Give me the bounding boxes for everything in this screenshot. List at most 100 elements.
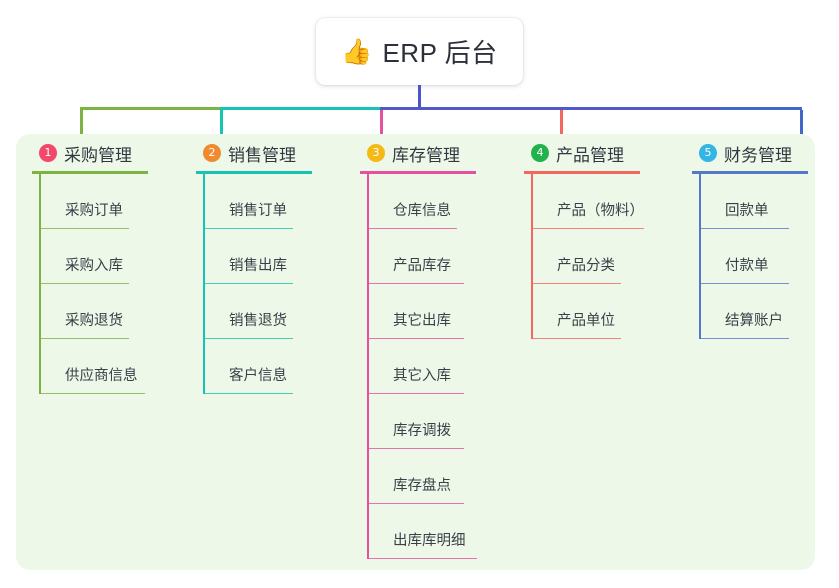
category-underline <box>360 171 476 174</box>
category-number-badge: 2 <box>203 144 221 162</box>
category-items: 回款单付款单结算账户 <box>692 174 839 339</box>
menu-item[interactable]: 销售出库 <box>196 229 346 284</box>
menu-item-label: 产品库存 <box>393 258 451 274</box>
menu-item-label: 其它入库 <box>393 368 451 384</box>
menu-item-underline <box>367 502 464 504</box>
category-title: 销售管理 <box>228 145 296 165</box>
category-header[interactable]: 5 财务管理 <box>692 140 839 166</box>
category-column-4: 4 产品管理产品（物料） 产品分类产品单位 <box>524 140 684 339</box>
category-spine <box>699 174 701 339</box>
bus-segment <box>720 107 802 110</box>
menu-item-underline <box>699 282 789 284</box>
menu-item-label: 付款单 <box>725 258 769 274</box>
branch-drop-connector <box>380 110 383 150</box>
category-spine <box>203 174 205 394</box>
menu-item-label: 销售订单 <box>229 203 287 219</box>
category-column-2: 2 销售管理销售订单销售出库销售退货客户信息 <box>196 140 346 394</box>
category-title: 库存管理 <box>392 145 460 165</box>
category-column-5: 5 财务管理回款单付款单结算账户 <box>692 140 839 339</box>
category-header[interactable]: 2 销售管理 <box>196 140 346 166</box>
menu-item[interactable]: 采购退货 <box>32 284 182 339</box>
root-node-title: ERP 后台 <box>382 38 498 68</box>
category-header[interactable]: 1 采购管理 <box>32 140 182 166</box>
menu-item[interactable]: 出库库明细 <box>360 504 510 559</box>
menu-item[interactable]: 库存调拨 <box>360 394 510 449</box>
category-number-badge: 1 <box>39 144 57 162</box>
bus-segment <box>220 107 380 110</box>
menu-item-underline <box>699 227 789 229</box>
category-header[interactable]: 3 库存管理 <box>360 140 510 166</box>
category-header[interactable]: 4 产品管理 <box>524 140 684 166</box>
menu-item-label: 采购退货 <box>65 313 123 329</box>
menu-item-underline <box>531 337 621 339</box>
menu-item[interactable]: 采购订单 <box>32 174 182 229</box>
diagram-panel <box>16 134 815 570</box>
menu-item[interactable]: 其它出库 <box>360 284 510 339</box>
menu-item-underline <box>531 282 621 284</box>
category-title: 产品管理 <box>556 145 624 165</box>
root-stem-connector <box>418 85 421 109</box>
category-title: 采购管理 <box>64 145 132 165</box>
menu-item[interactable]: 产品库存 <box>360 229 510 284</box>
menu-item-label: 供应商信息 <box>65 368 138 384</box>
menu-item-label: 库存盘点 <box>393 478 451 494</box>
category-column-1: 1 采购管理采购订单采购入库采购退货供应商信息 <box>32 140 182 394</box>
category-title: 财务管理 <box>724 145 792 165</box>
menu-item-label: 库存调拨 <box>393 423 451 439</box>
branch-drop-connector <box>80 110 83 150</box>
menu-item-label: 其它出库 <box>393 313 451 329</box>
menu-item[interactable]: 产品单位 <box>524 284 684 339</box>
menu-item-underline <box>203 227 293 229</box>
menu-item-underline <box>531 227 644 229</box>
category-number-badge: 4 <box>531 144 549 162</box>
bus-segment <box>380 107 560 110</box>
menu-item-underline <box>367 447 464 449</box>
menu-item-label: 销售出库 <box>229 258 287 274</box>
menu-item-underline <box>367 337 464 339</box>
menu-item-underline <box>203 392 293 394</box>
bus-segment <box>80 107 220 110</box>
menu-item-label: 销售退货 <box>229 313 287 329</box>
menu-item[interactable]: 仓库信息 <box>360 174 510 229</box>
menu-item-label: 产品（物料） <box>557 203 644 219</box>
menu-item-label: 出库库明细 <box>393 533 466 549</box>
menu-item[interactable]: 付款单 <box>692 229 839 284</box>
category-column-3: 3 库存管理仓库信息产品库存其它出库其它入库库存调拨库存盘点出库库明细 <box>360 140 510 559</box>
menu-item[interactable]: 采购入库 <box>32 229 182 284</box>
branch-drop-connector <box>800 110 803 150</box>
bus-segment <box>560 107 720 110</box>
menu-item[interactable]: 库存盘点 <box>360 449 510 504</box>
menu-item[interactable]: 销售订单 <box>196 174 346 229</box>
menu-item[interactable]: 结算账户 <box>692 284 839 339</box>
menu-item-underline <box>699 337 789 339</box>
menu-item[interactable]: 客户信息 <box>196 339 346 394</box>
menu-item-label: 采购入库 <box>65 258 123 274</box>
menu-item-label: 产品分类 <box>557 258 615 274</box>
menu-item-label: 仓库信息 <box>393 203 451 219</box>
menu-item[interactable]: 产品分类 <box>524 229 684 284</box>
menu-item-label: 客户信息 <box>229 368 287 384</box>
category-underline <box>196 171 312 174</box>
menu-item-label: 采购订单 <box>65 203 123 219</box>
category-underline <box>32 171 148 174</box>
category-spine <box>531 174 533 339</box>
menu-item-underline <box>39 337 129 339</box>
menu-item-label: 回款单 <box>725 203 769 219</box>
category-items: 采购订单采购入库采购退货供应商信息 <box>32 174 182 394</box>
menu-item[interactable]: 供应商信息 <box>32 339 182 394</box>
menu-item[interactable]: 销售退货 <box>196 284 346 339</box>
root-node-card[interactable]: 👍 ERP 后台 <box>316 18 523 85</box>
menu-item-underline <box>367 227 457 229</box>
menu-item[interactable]: 回款单 <box>692 174 839 229</box>
category-number-badge: 5 <box>699 144 717 162</box>
category-items: 产品（物料） 产品分类产品单位 <box>524 174 684 339</box>
menu-item[interactable]: 产品（物料） <box>524 174 684 229</box>
category-spine <box>39 174 41 394</box>
category-number-badge: 3 <box>367 144 385 162</box>
menu-item-underline <box>39 392 145 394</box>
menu-item-underline <box>367 282 464 284</box>
menu-item[interactable]: 其它入库 <box>360 339 510 394</box>
branch-drop-connector <box>560 110 563 150</box>
menu-item-underline <box>203 337 293 339</box>
